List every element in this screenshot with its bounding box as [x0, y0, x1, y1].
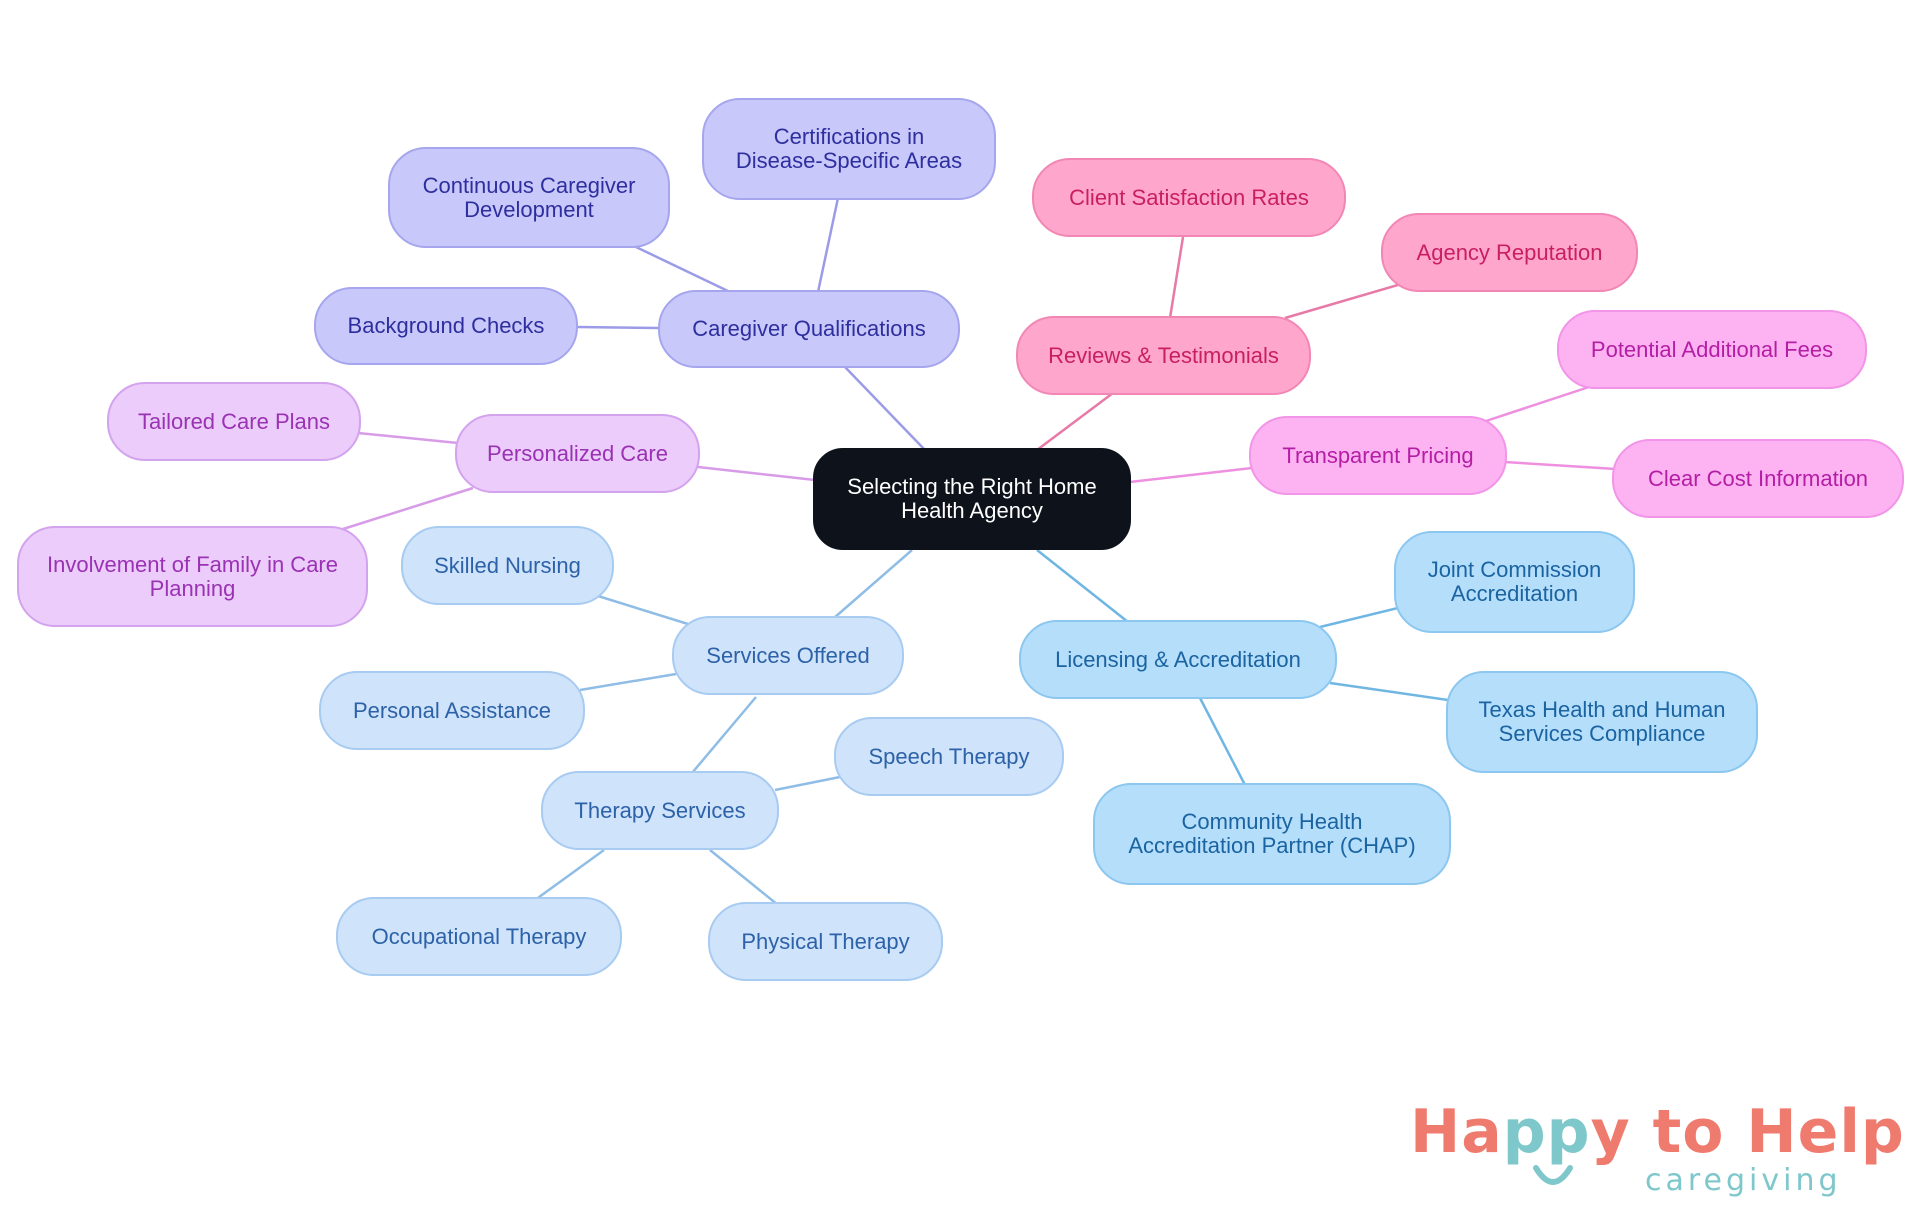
chap-line-1: Community Health [1181, 809, 1363, 834]
clear-cost-label: Clear Cost Information [1647, 465, 1869, 491]
logo-subtitle: caregiving [1645, 1163, 1842, 1198]
skilled-nursing-node: Skilled Nursing [401, 526, 614, 605]
joint-commission-line-1: Joint Commission [1427, 557, 1602, 582]
edge-services-personal [579, 672, 677, 692]
personalized-care-node: Personalized Care [455, 414, 700, 493]
root-line-2: Health Agency [901, 498, 1043, 523]
additional-fees-label: Potential Additional Fees [1590, 336, 1834, 362]
edge-services-therapy [691, 696, 757, 774]
edge-root-licensing [1036, 549, 1129, 623]
speech-therapy-node: Speech Therapy [834, 717, 1064, 796]
services-offered-label: Services Offered [706, 642, 870, 668]
physical-therapy-node: Physical Therapy [708, 902, 943, 981]
edge-root-personalized [697, 465, 816, 482]
smile-icon [1533, 1165, 1573, 1185]
agency-reputation-label: Agency Reputation [1416, 239, 1603, 265]
reviews-testimonials-label: Reviews & Testimonials [1048, 342, 1279, 368]
personal-assistance-label: Personal Assistance [352, 697, 552, 723]
continuous-development-line-2: Development [464, 196, 594, 222]
certifications-line-1: Certifications in [773, 124, 925, 149]
logo-word-y: y [1590, 1097, 1631, 1167]
edge-reviews-satisfaction [1168, 236, 1185, 319]
edge-therapy-occupational [534, 848, 605, 902]
certifications-line-2: Disease-Specific Areas [735, 148, 963, 173]
family-involvement-line-1: Involvement of Family in Care [47, 551, 338, 577]
additional-fees-node: Potential Additional Fees [1557, 310, 1867, 389]
physical-therapy-label: Physical Therapy [741, 928, 910, 954]
logo-word-pp: pp [1502, 1097, 1591, 1167]
edge-services-skilled [597, 594, 689, 626]
joint-commission-line-2: Accreditation [1450, 581, 1579, 606]
transparent-pricing-label: Transparent Pricing [1282, 442, 1474, 468]
personal-assistance-node: Personal Assistance [319, 671, 585, 750]
edge-root-services [833, 549, 913, 619]
tailored-care-plans-node: Tailored Care Plans [107, 382, 361, 461]
texas-hhs-line-1: Texas Health and Human [1478, 697, 1726, 722]
logo-word-ha: Ha [1410, 1097, 1503, 1167]
logo-wordmark: Happy to Help [1410, 1098, 1905, 1166]
texas-hhs-line-2: Services Compliance [1498, 721, 1706, 746]
edge-licensing-joint [1319, 606, 1399, 629]
edge-reviews-reputation [1284, 283, 1399, 320]
edge-root-caregiver [844, 366, 926, 451]
agency-reputation-node: Agency Reputation [1381, 213, 1638, 292]
occupational-therapy-label: Occupational Therapy [371, 923, 587, 949]
therapy-services-node: Therapy Services [541, 771, 779, 850]
client-satisfaction-label: Client Satisfaction Rates [1069, 184, 1309, 210]
caregiver-qualifications-label: Caregiver Qualifications [692, 316, 926, 341]
therapy-services-label: Therapy Services [574, 797, 746, 823]
root-line-1: Selecting the Right Home [847, 474, 1097, 499]
occupational-therapy-node: Occupational Therapy [336, 897, 622, 976]
tailored-care-plans-label: Tailored Care Plans [138, 408, 330, 434]
edge-root-pricing [1129, 466, 1253, 484]
background-checks-label: Background Checks [347, 313, 545, 338]
edge-therapy-physical [709, 849, 779, 906]
speech-therapy-label: Speech Therapy [868, 743, 1030, 769]
caregiver-qualifications-node: Caregiver Qualifications [658, 290, 960, 368]
transparent-pricing-node: Transparent Pricing [1249, 416, 1507, 495]
continuous-development-line-1: Continuous Caregiver [422, 172, 636, 198]
edge-pricing-clear [1504, 460, 1617, 471]
edge-licensing-texas [1329, 681, 1449, 702]
services-offered-node: Services Offered [672, 616, 904, 695]
edge-caregiver-certifications [816, 197, 840, 293]
happy-to-help-logo: Happy to Help caregiving [1410, 1098, 1904, 1198]
edge-root-reviews [1036, 392, 1114, 451]
personalized-care-label: Personalized Care [487, 440, 668, 466]
licensing-accreditation-label: Licensing & Accreditation [1055, 646, 1301, 672]
skilled-nursing-label: Skilled Nursing [434, 552, 581, 578]
edge-caregiver-continuous [635, 245, 731, 294]
edge-caregiver-background [576, 325, 661, 330]
licensing-accreditation-node: Licensing & Accreditation [1019, 620, 1337, 699]
clear-cost-node: Clear Cost Information [1612, 439, 1904, 518]
chap-line-2: Accreditation Partner (CHAP) [1128, 833, 1416, 858]
logo-word-to-help: to Help [1652, 1097, 1905, 1167]
family-involvement-line-2: Planning [149, 575, 236, 601]
edge-pricing-fees [1482, 384, 1593, 424]
reviews-testimonials-node: Reviews & Testimonials [1016, 316, 1311, 395]
edge-personalized-family [339, 486, 474, 532]
client-satisfaction-node: Client Satisfaction Rates [1032, 158, 1346, 237]
edge-licensing-chap [1198, 697, 1247, 786]
edge-personalized-tailored [357, 431, 459, 445]
edge-therapy-speech [774, 775, 841, 792]
background-checks-node: Background Checks [314, 287, 578, 365]
